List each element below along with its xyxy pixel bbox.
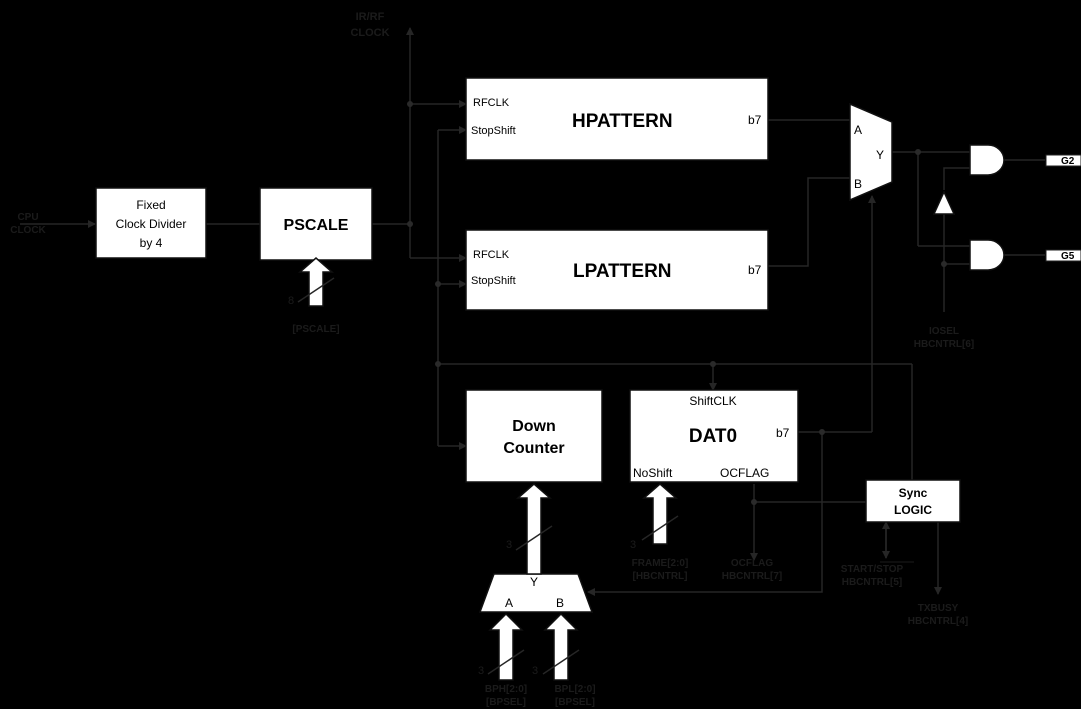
frame-register-line-2: [HBCNTRL] bbox=[633, 571, 688, 582]
counter-bus: 3 bbox=[506, 483, 553, 575]
wires bbox=[20, 27, 1045, 600]
dat0-block: ShiftCLK DAT0 b7 NoShift OCFLAG bbox=[629, 389, 799, 483]
txbusy-line-1: TXBUSY bbox=[918, 603, 959, 614]
period-mux-b-label: B bbox=[556, 596, 564, 610]
g2-label: G2 bbox=[1061, 156, 1075, 167]
clock-divider-line-3: by 4 bbox=[140, 236, 163, 250]
lpattern-stopshift-label: StopShift bbox=[471, 275, 516, 287]
dat0-title: DAT0 bbox=[689, 426, 737, 447]
bph-bus-width: 3 bbox=[478, 665, 484, 677]
hpattern-block: RFCLK StopShift HPATTERN b7 bbox=[465, 77, 769, 161]
pscale-bus-width: 8 bbox=[288, 295, 294, 307]
period-mux-y-label: Y bbox=[530, 575, 538, 589]
ir-rf-clock-line-2: CLOCK bbox=[350, 27, 389, 39]
hpattern-rfclk-label: RFCLK bbox=[473, 97, 510, 109]
pscale-block: PSCALE bbox=[259, 187, 373, 261]
hpattern-b7-label: b7 bbox=[748, 113, 762, 127]
bph-register-line-2: [BPSEL] bbox=[486, 697, 526, 708]
lpattern-block: RFCLK StopShift LPATTERN b7 bbox=[465, 229, 769, 311]
cpu-clock-line-2: CLOCK bbox=[10, 225, 46, 236]
lpattern-rfclk-label: RFCLK bbox=[473, 249, 510, 261]
g5-and-gate bbox=[969, 239, 1005, 271]
ir-rf-clock-label: IR/RF CLOCK bbox=[350, 11, 389, 39]
ocflag-signal-line-2: HBCNTRL[7] bbox=[722, 571, 783, 582]
frame-bus-slash bbox=[641, 515, 679, 541]
output-mux-a-label: A bbox=[854, 123, 862, 137]
pscale-bus: 8 [PSCALE] bbox=[288, 257, 340, 335]
down-counter-block: Down Counter bbox=[465, 389, 603, 483]
iosel-line-1: IOSEL bbox=[929, 326, 959, 337]
lpattern-b7-wire bbox=[768, 177, 850, 267]
frame-bus: 3 FRAME[2:0] [HBCNTRL] bbox=[630, 483, 689, 582]
dat0-ocflag-label: OCFLAG bbox=[720, 466, 769, 480]
dat0-noshift-label: NoShift bbox=[633, 466, 673, 480]
g2-gate-input-b bbox=[943, 167, 970, 190]
output-mux-y-label: Y bbox=[876, 148, 884, 162]
bph-bus-slash bbox=[487, 649, 525, 675]
sync-logic-block: Sync LOGIC bbox=[865, 479, 961, 523]
ir-rf-clock-line-1: IR/RF bbox=[356, 11, 385, 23]
bph-bus: 3 BPH[2:0] [BPSEL] bbox=[478, 612, 527, 708]
bpl-bus-slash bbox=[542, 649, 580, 675]
sync-logic-line-2: LOGIC bbox=[894, 503, 932, 517]
period-mux: Y A B bbox=[478, 573, 594, 613]
pscale-register-label: [PSCALE] bbox=[292, 324, 339, 335]
bpl-bus: 3 BPL[2:0] [BPSEL] bbox=[532, 612, 596, 708]
hpattern-title: HPATTERN bbox=[572, 111, 673, 132]
cpu-clock-line-1: CPU bbox=[17, 212, 38, 223]
start-stop-label: START/STOP HBCNTRL[5] bbox=[841, 561, 914, 588]
counter-bus-slash bbox=[515, 525, 553, 551]
sync-logic-line-1: Sync bbox=[899, 486, 928, 500]
frame-register-line-1: FRAME[2:0] bbox=[632, 558, 689, 569]
iosel-inverter bbox=[932, 190, 956, 215]
iosel-label: IOSEL HBCNTRL[6] bbox=[914, 326, 975, 350]
start-stop-line-2: HBCNTRL[5] bbox=[842, 577, 903, 588]
bph-register-line-1: BPH[2:0] bbox=[485, 684, 527, 695]
cpu-clock-label: CPU CLOCK bbox=[10, 212, 46, 236]
bpl-register-line-2: [BPSEL] bbox=[555, 697, 595, 708]
output-mux: A B Y bbox=[849, 102, 893, 202]
txbusy-line-2: HBCNTRL[4] bbox=[908, 616, 969, 627]
lpattern-b7-label: b7 bbox=[748, 263, 762, 277]
lpattern-title: LPATTERN bbox=[573, 261, 672, 282]
g2-output: G2 bbox=[1045, 154, 1081, 167]
pscale-bus-slash bbox=[297, 277, 335, 303]
hpattern-stopshift-label: StopShift bbox=[471, 125, 516, 137]
g5-label: G5 bbox=[1061, 251, 1075, 262]
down-counter-line-1: Down bbox=[512, 418, 556, 435]
junction-dots bbox=[407, 101, 947, 505]
dat0-shiftclk-label: ShiftCLK bbox=[689, 394, 736, 408]
clock-divider-line-1: Fixed bbox=[136, 198, 165, 212]
down-counter-line-2: Counter bbox=[503, 440, 564, 457]
period-mux-a-label: A bbox=[505, 596, 513, 610]
dat0-b7-label: b7 bbox=[776, 426, 790, 440]
start-stop-line-1: START/STOP bbox=[841, 564, 904, 575]
clock-divider-block: Fixed Clock Divider by 4 bbox=[95, 187, 207, 259]
output-mux-b-label: B bbox=[854, 177, 862, 191]
frame-bus-width: 3 bbox=[630, 539, 636, 551]
g2-and-gate bbox=[969, 144, 1005, 176]
counter-bus-width: 3 bbox=[506, 539, 512, 551]
bottom-mux-select-wire bbox=[587, 432, 823, 596]
iosel-line-2: HBCNTRL[6] bbox=[914, 339, 975, 350]
pscale-title: PSCALE bbox=[284, 217, 349, 234]
bpl-register-line-1: BPL[2:0] bbox=[554, 684, 595, 695]
txbusy-label: TXBUSY HBCNTRL[4] bbox=[908, 603, 969, 627]
g5-output: G5 bbox=[1045, 249, 1081, 262]
ocflag-signal-label: OCFLAG HBCNTRL[7] bbox=[722, 558, 783, 582]
bpl-bus-width: 3 bbox=[532, 665, 538, 677]
ocflag-signal-line-1: OCFLAG bbox=[731, 558, 773, 569]
clock-divider-line-2: Clock Divider bbox=[116, 217, 187, 231]
